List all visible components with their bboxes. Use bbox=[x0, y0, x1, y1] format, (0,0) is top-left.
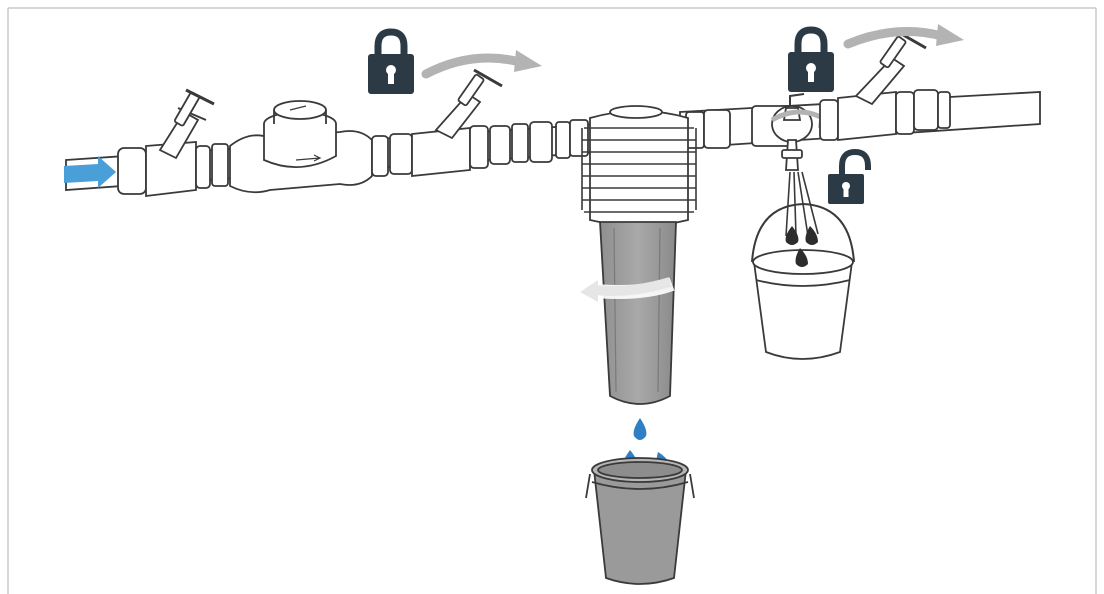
tap-bucket bbox=[751, 202, 855, 360]
upstream-shutoff-valve bbox=[117, 88, 229, 198]
filter-outlet-coupling bbox=[685, 109, 731, 149]
pre-filter-valve bbox=[411, 68, 503, 177]
pre-filter-valve-rotate-arrow bbox=[421, 50, 542, 79]
bowl-rotate-arrow bbox=[595, 277, 672, 296]
tap-dark-drops bbox=[785, 226, 818, 267]
lock-icon bbox=[368, 28, 414, 94]
inlet-flow-arrow bbox=[64, 156, 116, 188]
filter-bowl bbox=[599, 221, 677, 405]
drain-bucket bbox=[585, 457, 695, 585]
bowl-rotate-arrow-head bbox=[580, 280, 598, 302]
filter-inlet-coupling bbox=[489, 119, 589, 165]
downstream-shutoff-valve bbox=[819, 30, 951, 141]
water-meter bbox=[229, 100, 373, 194]
filter-housing-head bbox=[581, 105, 697, 227]
unlock-icon bbox=[828, 148, 871, 204]
drain-tap bbox=[751, 93, 813, 171]
lock-icon bbox=[788, 26, 834, 92]
downstream-valve-rotate-arrow bbox=[843, 24, 964, 49]
tap-water-streams bbox=[785, 171, 819, 237]
meter-coupling bbox=[371, 133, 413, 177]
